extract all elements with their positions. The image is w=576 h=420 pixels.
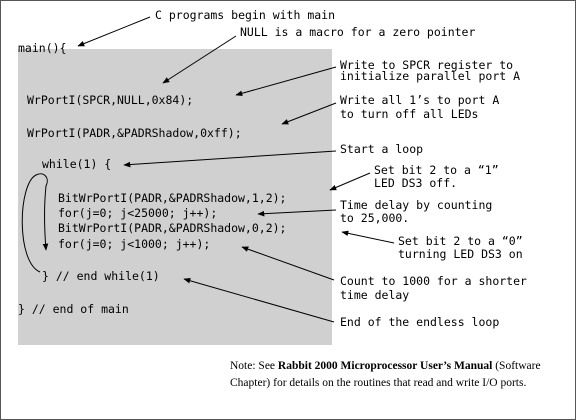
arrow-bit0 [341,230,395,244]
code-line-main: main(){ [18,41,67,55]
code-line-wrporti-padr: WrPortI(PADR,&PADRShadow,0xff); [27,126,242,140]
code-line-for-1000: for(j=0; j<1000; j++); [58,237,211,251]
arrow-spcr [235,66,337,96]
footnote: Note: See Rabbit 2000 Microprocessor Use… [230,358,560,392]
footnote-prefix: Note: See [230,360,278,372]
annotation-bit1-line1: Set bit 2 to a “1” [374,163,499,177]
footnote-rest: (Software Chapter) for details on the ro… [230,360,541,389]
annotation-spcr-line2: initialize parallel port A [340,69,521,83]
code-line-bitwrporti-0: BitWrPortI(PADR,&PADRShadow,0,2); [58,221,287,235]
code-line-for-25000: for(j=0; j<25000; j++); [58,206,218,220]
annotation-loop: Start a loop [340,142,424,156]
annotation-delay1-line1: Time delay by counting [340,198,493,212]
arrow-delay2 [241,246,335,281]
arrow-padr [281,102,337,125]
annotation-padr-line1: Write all 1’s to port A [340,93,500,107]
annotation-spcr-line1: Write to SPCR register to [340,58,514,72]
code-panel [18,49,332,345]
annotation-main: C programs begin with main [155,8,336,22]
arrow-bit1 [329,172,371,191]
annotation-bit0-line1: Set bit 2 to a “0” [398,234,523,248]
code-line-while: while(1) { [42,157,112,171]
code-line-bitwrporti-1: BitWrPortI(PADR,&PADRShadow,1,2); [58,191,287,205]
annotation-delay2-line1: Count to 1000 for a shorter [340,274,527,288]
annotation-bit0-line2: turning LED DS3 on [398,247,523,261]
annotation-bit1-line2: LED DS3 off. [374,176,458,190]
arrow-end-loop [183,278,335,323]
annotation-padr-line2: to turn off all LEDs [340,107,479,121]
annotation-delay1-line2: to 25,000. [340,211,410,225]
code-line-wrporti-spcr: WrPortI(SPCR,NULL,0x84); [27,93,194,107]
arrow-loop [123,150,337,168]
code-line-end-while: } // end while(1) [42,269,160,283]
arrow-delay1 [257,209,337,217]
arrow-main [77,16,151,47]
code-line-end-main: } // end of main [18,302,129,316]
footnote-manual-title: Rabbit 2000 Microprocessor User’s Manual [277,360,493,372]
arrow-null [162,35,237,84]
annotation-delay2-line2: time delay [340,288,410,302]
loop-return-arrow [21,173,49,273]
annotation-null: NULL is a macro for a zero pointer [240,25,476,39]
annotation-end-loop: End of the endless loop [340,315,500,329]
